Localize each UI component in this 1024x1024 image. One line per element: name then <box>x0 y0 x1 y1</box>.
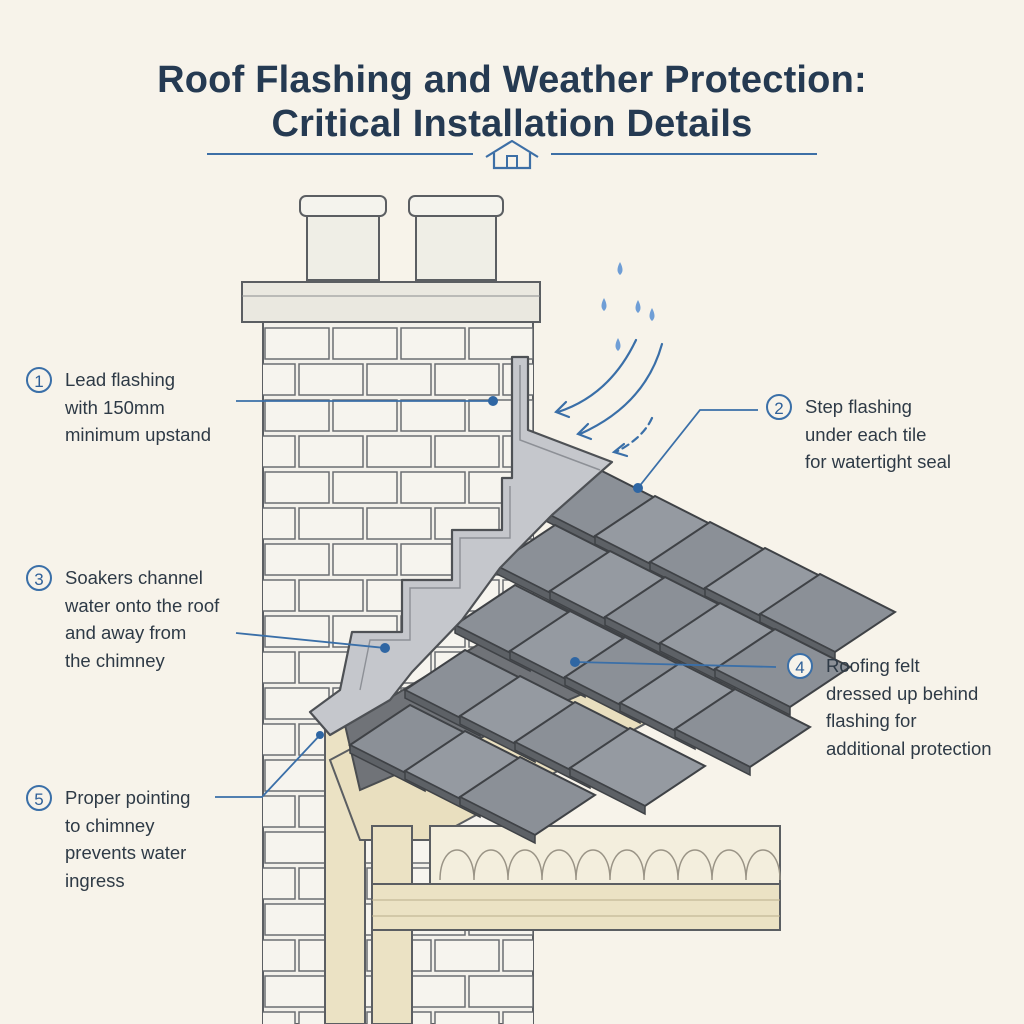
brick <box>503 1012 567 1024</box>
callout-text: Step flashing under each tile for watert… <box>805 393 951 476</box>
brick <box>231 436 295 467</box>
rain-drops-icon <box>602 262 655 351</box>
brick <box>333 400 397 431</box>
callout-text: Lead flashing with 150mm minimum upstand <box>65 366 211 449</box>
callout-line: Step flashing <box>805 393 951 421</box>
callout-line: minimum upstand <box>65 421 211 449</box>
chimney-pots <box>300 196 503 280</box>
callout-line: with 150mm <box>65 394 211 422</box>
callout-line: Soakers channel <box>65 564 219 592</box>
brick <box>367 508 431 539</box>
callout-line: Proper pointing <box>65 784 190 812</box>
callout-number-badge: 3 <box>26 565 52 591</box>
callout-line: under each tile <box>805 421 951 449</box>
brick <box>299 364 363 395</box>
callout-roofing-felt: 4 Roofing felt dressed up behind flashin… <box>787 652 992 762</box>
callout-text: Proper pointing to chimney prevents wate… <box>65 784 190 894</box>
callout-number-badge: 1 <box>26 367 52 393</box>
brick <box>299 580 363 611</box>
brick <box>265 400 329 431</box>
callout-line: water onto the roof <box>65 592 219 620</box>
brick <box>231 868 295 899</box>
brick <box>503 940 567 971</box>
callout-line: dressed up behind <box>826 680 992 708</box>
brick <box>401 400 465 431</box>
brick <box>401 472 465 503</box>
callout-line: ingress <box>65 867 190 895</box>
callout-number-badge: 2 <box>766 394 792 420</box>
brick <box>265 544 329 575</box>
callout-line: additional protection <box>826 735 992 763</box>
brick <box>231 1012 295 1024</box>
brick <box>231 580 295 611</box>
brick <box>333 544 397 575</box>
brick <box>265 328 329 359</box>
brick <box>537 976 601 1007</box>
brick <box>435 1012 499 1024</box>
callout-text: Soakers channel water onto the roof and … <box>65 564 219 674</box>
brick <box>231 796 295 827</box>
brick <box>435 940 499 971</box>
brick <box>367 364 431 395</box>
callout-line: to chimney <box>65 812 190 840</box>
callout-number-badge: 5 <box>26 785 52 811</box>
brick <box>265 904 329 935</box>
brick <box>333 472 397 503</box>
callout-text: Roofing felt dressed up behind flashing … <box>826 652 992 762</box>
callout-line: for watertight seal <box>805 448 951 476</box>
brick <box>265 616 329 647</box>
brick <box>231 508 295 539</box>
callout-line: flashing for <box>826 707 992 735</box>
brick <box>299 508 363 539</box>
brick <box>265 760 329 791</box>
callout-number-badge: 4 <box>787 653 813 679</box>
brick <box>231 364 295 395</box>
brick <box>231 652 295 683</box>
brick <box>537 400 601 431</box>
brick <box>435 364 499 395</box>
callout-soakers: 3 Soakers channel water onto the roof an… <box>26 564 219 674</box>
callout-line: the chimney <box>65 647 219 675</box>
brick <box>265 976 329 1007</box>
brick <box>401 328 465 359</box>
brick <box>469 328 533 359</box>
callout-step-flashing: 2 Step flashing under each tile for wate… <box>766 393 951 476</box>
callout-lead-flashing: 1 Lead flashing with 150mm minimum upsta… <box>26 366 211 449</box>
callout-line: Lead flashing <box>65 366 211 394</box>
brick <box>299 436 363 467</box>
brick <box>367 436 431 467</box>
chimney-cap <box>242 282 540 322</box>
brick <box>333 328 397 359</box>
callout-line: prevents water <box>65 839 190 867</box>
callout-pointing: 5 Proper pointing to chimney prevents wa… <box>26 784 190 894</box>
brick <box>537 328 601 359</box>
brick <box>435 436 499 467</box>
brick <box>231 724 295 755</box>
brick <box>469 976 533 1007</box>
callout-line: and away from <box>65 619 219 647</box>
wind-arrows-icon <box>556 340 662 456</box>
brick <box>265 472 329 503</box>
brick <box>265 832 329 863</box>
callout-line: Roofing felt <box>826 652 992 680</box>
brick <box>231 940 295 971</box>
